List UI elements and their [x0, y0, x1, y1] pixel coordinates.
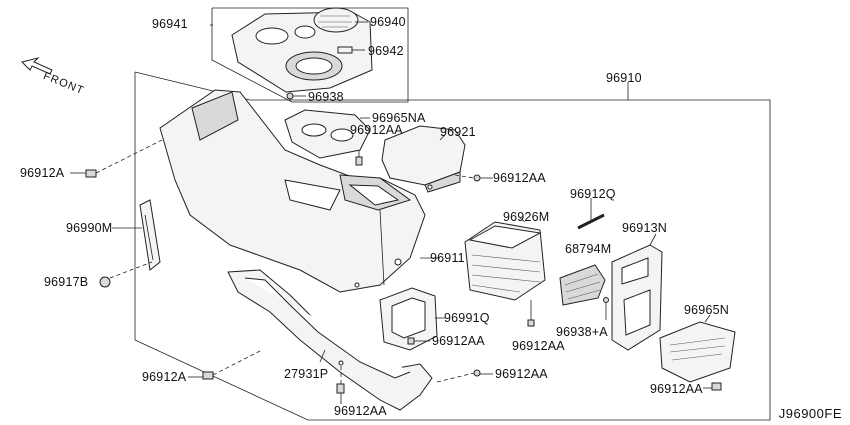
tray-96965n-part	[659, 321, 736, 383]
clip-part	[337, 46, 365, 54]
part-label-96917b: 96917B	[44, 275, 89, 289]
part-label-96912aa-top: 96912AA	[350, 123, 403, 137]
storage-box-part	[464, 221, 546, 301]
part-label-96938a: 96938+A	[556, 325, 608, 339]
part-label-96912q: 96912Q	[570, 187, 616, 201]
part-label-96912aa-965n: 96912AA	[650, 382, 703, 396]
part-label-96991q: 96991Q	[444, 311, 490, 325]
part-label-96990m: 96990M	[66, 221, 113, 235]
part-label-27931p: 27931P	[284, 367, 329, 381]
part-label-96912aa-bottom: 96912AA	[334, 404, 387, 418]
bracket-96991q-part	[379, 287, 438, 351]
lid-part	[313, 7, 359, 33]
sub-frame-top	[211, 7, 409, 103]
screw-96912aa-armrest	[473, 174, 481, 182]
bracket-96990m-part	[139, 199, 161, 271]
part-label-96942: 96942	[368, 44, 404, 58]
part-label-96965na: 96965NA	[372, 111, 426, 125]
screw-96917b	[99, 276, 111, 288]
screw-96912a-left	[85, 169, 97, 178]
part-label-96926m: 96926M	[503, 210, 550, 224]
duct-27931p-part	[227, 269, 433, 411]
armrest-lid-part	[381, 125, 466, 193]
vent-part	[559, 264, 606, 306]
cup-holder-part	[284, 109, 371, 159]
part-label-96912aa-926m: 96912AA	[512, 339, 565, 353]
upper-tray-part	[231, 11, 373, 93]
diagram-code: J96900FE	[778, 406, 842, 421]
part-label-96941: 96941	[152, 17, 188, 31]
part-label-96912aa-lower: 96912AA	[495, 367, 548, 381]
part-label-96911: 96911	[430, 251, 465, 265]
front-arrow-icon	[21, 57, 53, 75]
part-label-96921: 96921	[440, 125, 476, 139]
part-label-96940: 96940	[370, 15, 406, 29]
main-console-body	[159, 89, 426, 293]
panel-96913n-part	[611, 244, 663, 351]
screw-96938	[286, 92, 294, 100]
part-label-96912a-left: 96912A	[20, 166, 65, 180]
part-label-96913n: 96913N	[622, 221, 667, 235]
assembly-frame	[134, 71, 771, 421]
part-label-96938: 96938	[308, 90, 344, 104]
part-label-96912aa-armrest: 96912AA	[493, 171, 546, 185]
part-label-96912a-bottom: 96912A	[142, 370, 187, 384]
part-label-68794m: 68794M	[565, 242, 612, 256]
part-label-96910: 96910	[606, 71, 642, 85]
part-label-96965n: 96965N	[684, 303, 729, 317]
screw-96912aa-top	[355, 156, 363, 166]
part-label-96912aa-991q: 96912AA	[432, 334, 485, 348]
